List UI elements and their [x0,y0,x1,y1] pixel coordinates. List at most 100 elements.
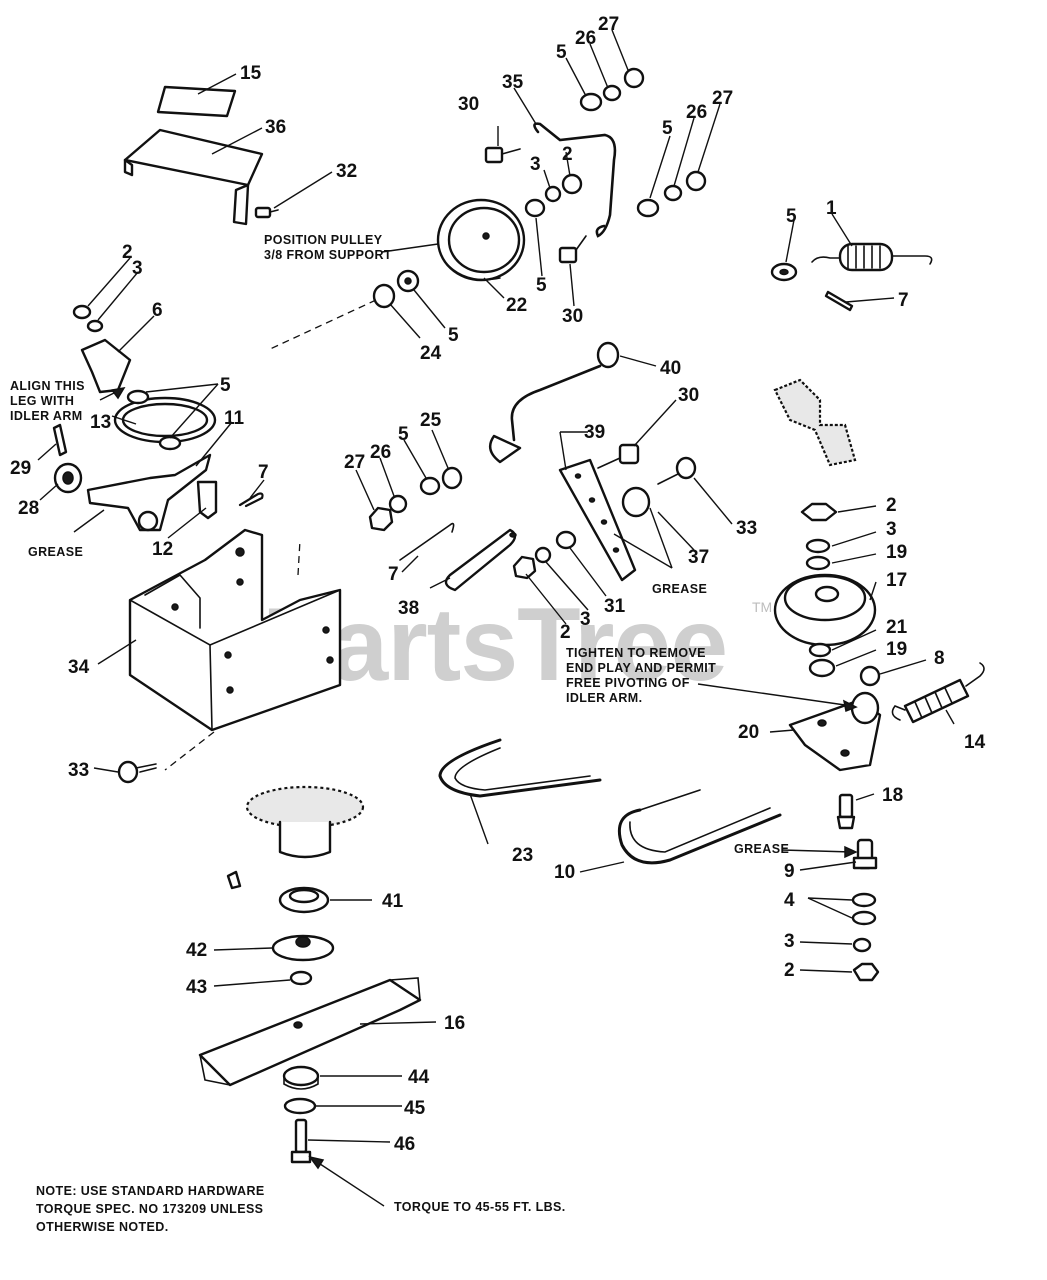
part-5-washer-f [419,476,441,496]
callout-44: 44 [408,1067,430,1088]
callout-5-spacer: 5 [448,325,459,346]
callout-7-right: 7 [898,290,909,311]
alignment-line-c [297,539,301,576]
callout-5-left: 5 [220,375,231,396]
callout-26-top: 26 [575,28,596,49]
callout-4: 4 [784,890,795,911]
part-26-lockwasher-c [388,494,408,514]
callout-34: 34 [68,657,90,678]
note-tighten-line1: TIGHTEN TO REMOVE [566,646,706,660]
part-16-blade [198,977,422,1087]
callout-29: 29 [10,458,31,479]
callout-12: 12 [152,539,173,560]
callout-40: 40 [660,358,681,379]
callout-5-right: 5 [662,118,673,139]
callout-43: 43 [186,977,207,998]
annotation-notes: POSITION PULLEY 3/8 FROM SUPPORT ALIGN T… [10,233,789,1234]
part-1-spring [811,242,933,272]
callout-26-right: 26 [686,102,707,123]
part-24-spacer [372,283,396,309]
alignment-line-a [267,299,377,351]
note-grease-right: GREASE [734,842,789,856]
part-46-bolt [290,1118,312,1164]
callout-46: 46 [394,1134,415,1155]
callout-32: 32 [336,161,357,182]
part-39-strap [558,458,637,582]
callout-5-cable: 5 [398,424,409,445]
callout-21: 21 [886,617,908,638]
part-19-washer-b [808,658,836,678]
part-27-nut-b [685,170,707,192]
part-8-nut [859,665,881,687]
callout-28: 28 [18,498,39,519]
note-align-line1: ALIGN THIS [10,379,85,393]
part-36-cover-edge [123,158,134,177]
callout-3-mid: 3 [580,609,591,630]
callout-33-mid: 33 [736,518,757,539]
part-11-idler-arm [86,453,212,532]
callout-19-bottom: 19 [886,639,907,660]
part-27-nut-c [368,506,394,532]
callout-45: 45 [404,1098,426,1119]
callout-2-top: 2 [562,144,573,165]
part-2-nut-b [800,502,838,522]
part-14-spring [891,662,985,724]
callout-3-right: 3 [886,519,897,540]
callout-2-right: 2 [886,495,897,516]
callout-25: 25 [420,410,442,431]
part-7-pin-c [238,492,264,508]
callout-2-bottom: 2 [784,960,795,981]
part-30-bolt-c [597,443,640,469]
part-2-nut-a [561,173,583,195]
part-30-bolt-a [484,146,521,164]
note-hardware-line1: NOTE: USE STANDARD HARDWARE [36,1184,265,1198]
part-37-spacer [621,486,651,518]
part-4-washer-a [851,892,877,908]
callout-7-left: 7 [258,462,269,483]
note-grease-mid: GREASE [652,582,707,596]
note-tighten-line4: IDLER ARM. [566,691,642,705]
part-5-washer-e-hole [779,268,789,276]
part-2-nut-d [512,555,537,580]
part-7-pin-b [399,522,455,561]
callout-37: 37 [688,547,709,568]
callout-30-lower: 30 [678,385,699,406]
part-36-cover [123,128,264,187]
part-43-washer [289,970,313,986]
part-3-lockwasher-d [534,546,552,564]
callout-9: 9 [784,861,795,882]
callout-23: 23 [512,845,533,866]
leader-lines [37,29,955,1143]
part-36-cover-side [232,183,250,226]
part-3-lockwasher-e [86,319,104,333]
callout-42: 42 [186,940,207,961]
part-42-hub [271,934,335,962]
callout-8: 8 [934,648,945,669]
callout-15: 15 [240,63,262,84]
callout-5-mid: 5 [536,275,547,296]
part-28-washer-hole [62,471,74,485]
callout-2-mid: 2 [560,622,571,643]
callout-38: 38 [398,598,419,619]
part-21-washer [808,642,832,658]
alignment-line-b [164,731,215,771]
part-5-washer-g [126,389,150,405]
part-12-grease-fitting [196,480,218,520]
note-align-line3: IDLER ARM [10,409,83,423]
part-5-washer-c [524,198,546,218]
callout-27-cable: 27 [344,452,365,473]
spindle-screw [226,870,242,890]
part-3-lockwasher-a [544,185,562,203]
callout-2-left: 2 [122,242,133,263]
note-hardware-line3: OTHERWISE NOTED. [36,1220,169,1234]
callout-5-spring: 5 [786,206,797,227]
callout-39: 39 [584,422,605,443]
note-arrows [99,386,858,1207]
callout-14: 14 [964,732,986,753]
spindle-housing-ghost [245,785,365,859]
callout-27-right: 27 [712,88,733,109]
part-32-screw [254,206,279,219]
part-7-pin-a [824,290,854,312]
